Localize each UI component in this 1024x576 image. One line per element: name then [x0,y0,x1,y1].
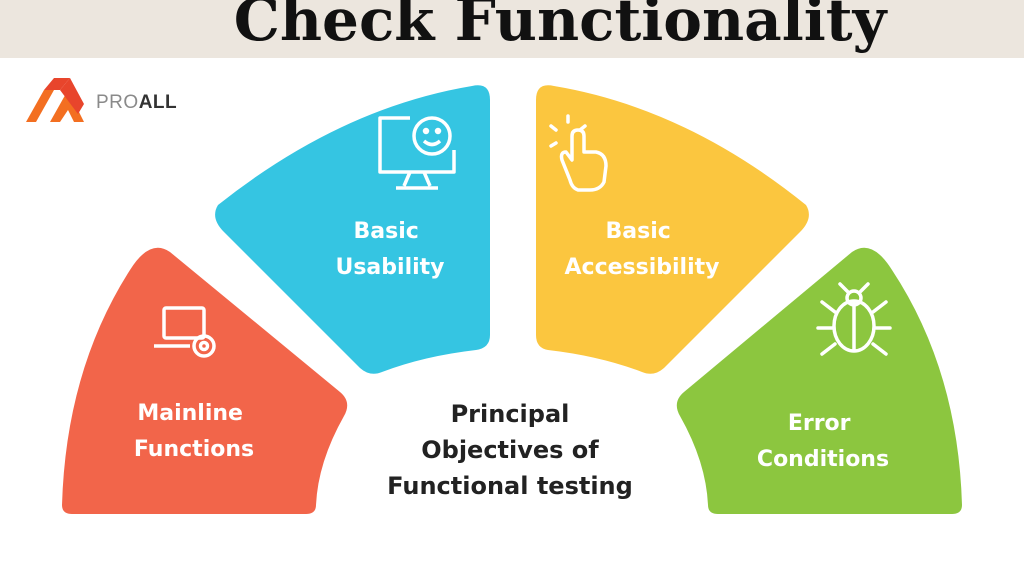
segment-mainline-functions [62,247,348,514]
center-line: Functional testing [387,472,633,500]
segment-error-conditions [676,247,962,514]
tap-hand-icon [549,114,608,192]
laptop-gear-icon [154,306,216,358]
segment-basic-usability [215,85,490,374]
basic-usability-label: Basic Usability [335,219,444,280]
center-line: Objectives of [421,436,599,464]
basic-accessibility-label: Basic Accessibility [565,219,720,280]
error-conditions-label: Error Conditions [757,411,889,472]
monitor-smiley-icon [378,116,456,190]
brand-name: PROALL [96,92,178,113]
center-line: Principal [450,400,570,428]
title-bar: Check Functionality [0,0,1024,58]
bug-icon [816,282,892,356]
brand-logo: PROALL [24,78,194,124]
mainline-functions-label: Mainline Functions [134,401,254,462]
center-caption: Principal Objectives of Functional testi… [330,396,690,504]
proall-logo-icon [26,78,84,122]
page-title: Check Functionality [233,0,887,54]
